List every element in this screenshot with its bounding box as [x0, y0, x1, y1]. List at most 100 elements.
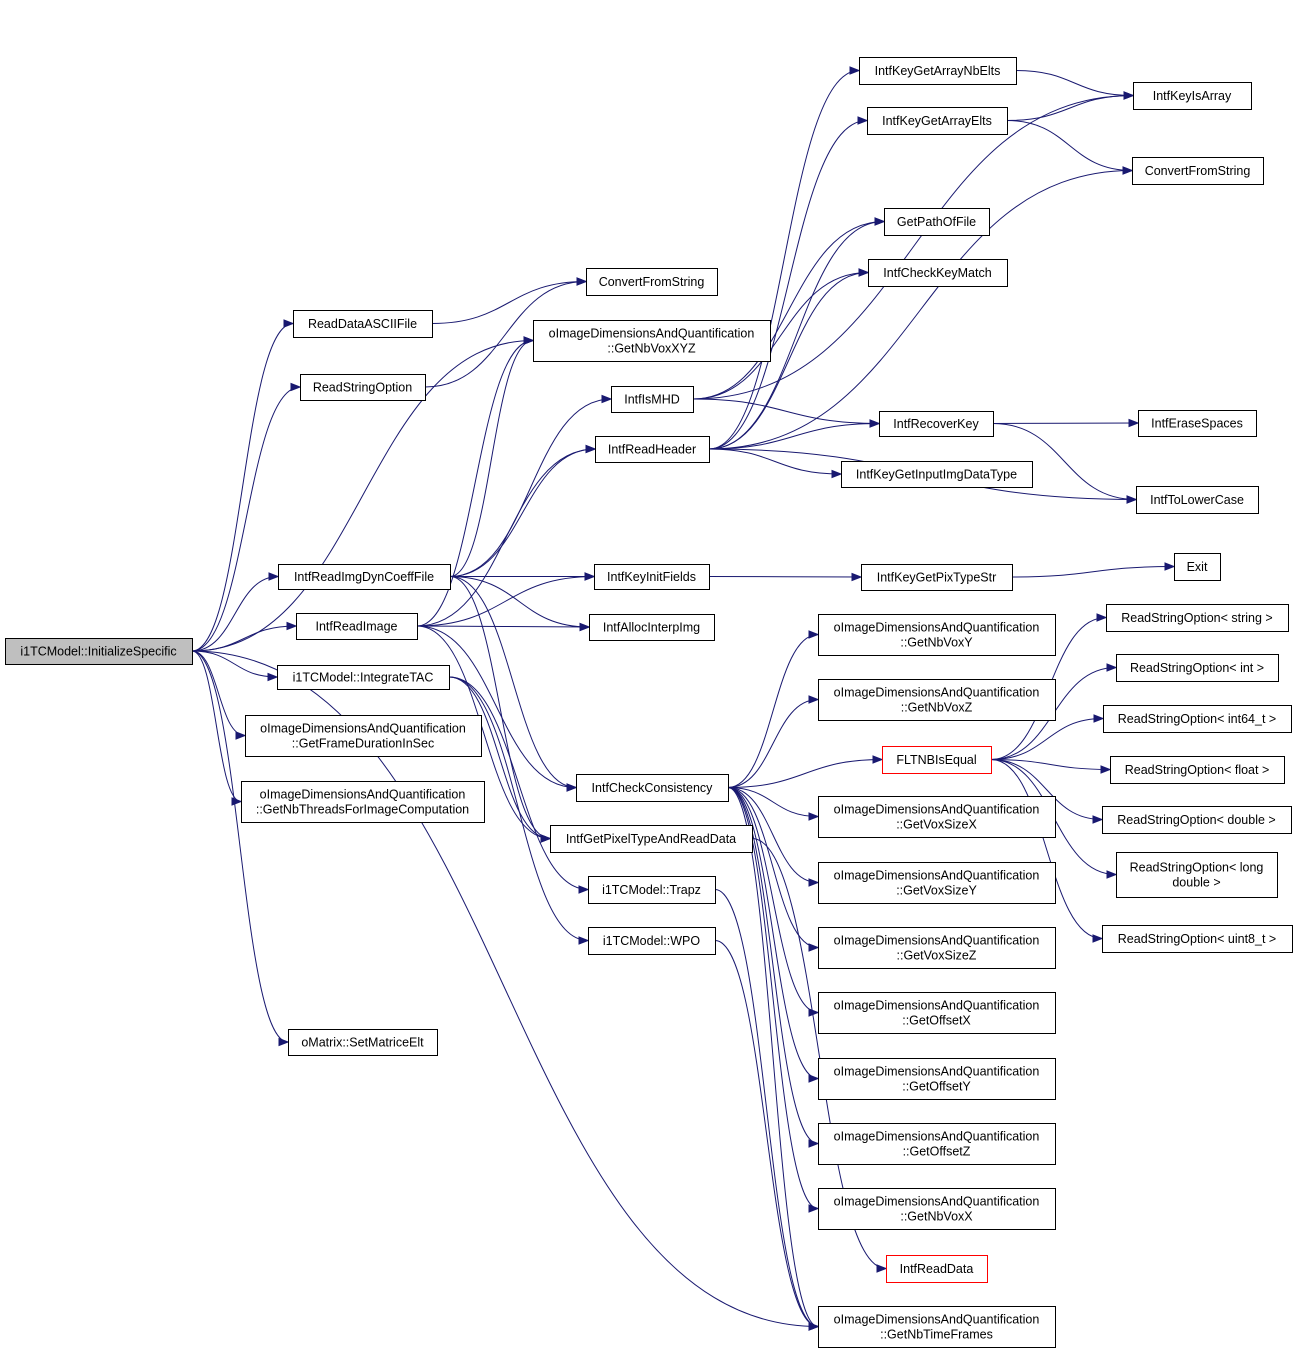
node-keyIsArray[interactable]: IntfKeyIsArray — [1133, 82, 1252, 110]
node-box — [884, 208, 990, 236]
node-setMatriceElt[interactable]: oMatrix::SetMatriceElt — [288, 1029, 438, 1056]
edge-checkConsistency-to-getNbVoxX — [727, 787, 819, 1209]
node-box — [882, 746, 992, 774]
node-label: i1TCModel::Trapz — [602, 883, 701, 897]
node-checkKeyMatch[interactable]: IntfCheckKeyMatch — [868, 259, 1008, 287]
arrowhead-checkConsistency-to-getVoxSizeY — [808, 878, 820, 887]
node-intfReadData[interactable]: IntfReadData — [886, 1255, 988, 1283]
node-rsoUint8[interactable]: ReadStringOption< uint8_t > — [1102, 925, 1293, 953]
node-convertFromString1[interactable]: ConvertFromString — [586, 268, 718, 296]
node-intfReadHeader[interactable]: IntfReadHeader — [595, 436, 710, 463]
node-label: IntfReadImage — [316, 620, 398, 634]
node-getNbVoxY[interactable]: oImageDimensionsAndQuantification::GetNb… — [818, 614, 1056, 656]
node-label: ::GetOffsetY — [902, 1080, 971, 1094]
node-box — [589, 614, 715, 641]
node-fltnbIsEqual[interactable]: FLTNBIsEqual — [882, 746, 992, 774]
node-box — [611, 386, 694, 413]
node-getNbThreads[interactable]: oImageDimensionsAndQuantification::GetNb… — [241, 781, 485, 823]
arrowhead-checkConsistency-to-getOffsetZ — [808, 1139, 820, 1148]
node-toLowerCase[interactable]: IntfToLowerCase — [1136, 486, 1259, 514]
node-label: oImageDimensionsAndQuantification — [834, 1130, 1040, 1144]
node-rsoDouble[interactable]: ReadStringOption< double > — [1102, 806, 1292, 834]
node-getNbVoxZ[interactable]: oImageDimensionsAndQuantification::GetNb… — [818, 679, 1056, 721]
node-box — [1136, 486, 1259, 514]
node-box — [841, 461, 1033, 488]
node-intfReadImgDynCoeffFile[interactable]: IntfReadImgDynCoeffFile — [278, 564, 451, 590]
node-exit[interactable]: Exit — [1174, 553, 1221, 581]
edge-intfReadImage-to-checkConsistency — [416, 625, 577, 788]
edge-recoverKey-to-toLowerCase — [992, 423, 1137, 500]
node-label: IntfRecoverKey — [893, 417, 979, 431]
node-box — [588, 927, 716, 955]
edge-intfReadImgDynCoeffFile-to-allocInterpImg — [449, 576, 590, 628]
node-box — [818, 862, 1056, 904]
node-label: IntfEraseSpaces — [1151, 417, 1243, 431]
edge-intfReadHeader-to-convertFromString2 — [708, 170, 1133, 450]
node-box — [861, 564, 1013, 591]
edge-intfReadImgDynCoeffFile-to-getNbVoxXYZ — [449, 340, 534, 577]
node-box — [818, 927, 1056, 969]
node-readDataASCII[interactable]: ReadDataASCIIFile — [293, 310, 433, 338]
node-label: IntfKeyGetArrayNbElts — [875, 64, 1001, 78]
edge-integrateTAC-to-getPixelTypeAndReadData — [448, 676, 551, 839]
node-box — [818, 679, 1056, 721]
arrowhead-root-to-integrateTAC — [267, 672, 279, 682]
edge-intfIsMHD-to-checkKeyMatch — [692, 272, 869, 400]
node-checkConsistency[interactable]: IntfCheckConsistency — [576, 774, 729, 802]
node-keyInitFields[interactable]: IntfKeyInitFields — [594, 564, 710, 590]
edge-checkConsistency-to-getNbVoxZ — [727, 699, 819, 788]
node-rsoInt[interactable]: ReadStringOption< int > — [1116, 654, 1279, 682]
node-getNbVoxXYZ[interactable]: oImageDimensionsAndQuantification::GetNb… — [533, 320, 771, 362]
edge-root-to-getNbTimeFrames — [191, 650, 819, 1327]
arrowhead-fltnbIsEqual-to-rsoUint8 — [1092, 934, 1104, 943]
node-getFrameDuration[interactable]: oImageDimensionsAndQuantification::GetFr… — [245, 715, 482, 757]
edge-intfReadImage-to-intfReadHeader — [416, 448, 596, 627]
node-recoverKey[interactable]: IntfRecoverKey — [879, 411, 994, 437]
node-rsoString[interactable]: ReadStringOption< string > — [1106, 604, 1289, 632]
node-allocInterpImg[interactable]: IntfAllocInterpImg — [589, 614, 715, 641]
node-getOffsetX[interactable]: oImageDimensionsAndQuantification::GetOf… — [818, 992, 1056, 1034]
node-rsoInt64[interactable]: ReadStringOption< int64_t > — [1103, 705, 1292, 733]
node-getPixelTypeAndReadData[interactable]: IntfGetPixelTypeAndReadData — [550, 825, 753, 853]
node-getVoxSizeZ[interactable]: oImageDimensionsAndQuantification::GetVo… — [818, 927, 1056, 969]
node-label: ::GetVoxSizeX — [896, 818, 977, 832]
node-label: ReadDataASCIIFile — [308, 317, 417, 331]
node-wpo[interactable]: i1TCModel::WPO — [588, 927, 716, 955]
node-convertFromString2[interactable]: ConvertFromString — [1132, 157, 1264, 185]
node-getNbVoxX[interactable]: oImageDimensionsAndQuantification::GetNb… — [818, 1188, 1056, 1230]
arrowhead-root-to-readStringOption — [290, 382, 302, 392]
edge-root-to-getNbThreads — [191, 650, 242, 802]
node-trapz[interactable]: i1TCModel::Trapz — [588, 876, 716, 904]
node-intfIsMHD[interactable]: IntfIsMHD — [611, 386, 694, 413]
node-box — [1110, 756, 1285, 784]
node-rsoFloat[interactable]: ReadStringOption< float > — [1110, 756, 1285, 784]
node-box — [595, 436, 710, 463]
arrowhead-checkConsistency-to-getVoxSizeZ — [808, 943, 820, 952]
node-eraseSpaces[interactable]: IntfEraseSpaces — [1138, 410, 1257, 437]
node-getOffsetY[interactable]: oImageDimensionsAndQuantification::GetOf… — [818, 1058, 1056, 1100]
node-getPathOfFile[interactable]: GetPathOfFile — [884, 208, 990, 236]
node-getVoxSizeY[interactable]: oImageDimensionsAndQuantification::GetVo… — [818, 862, 1056, 904]
node-getVoxSizeX[interactable]: oImageDimensionsAndQuantification::GetVo… — [818, 796, 1056, 838]
arrowhead-keyInitFields-to-keyGetPixTypeStr — [851, 572, 863, 582]
node-label: IntfReadData — [900, 1262, 974, 1276]
arrowhead-intfReadHeader-to-keyGetArrayElts — [857, 116, 869, 125]
node-getOffsetZ[interactable]: oImageDimensionsAndQuantification::GetOf… — [818, 1123, 1056, 1165]
arrowhead-intfReadImage-to-allocInterpImg — [579, 622, 591, 632]
node-keyGetArrayElts[interactable]: IntfKeyGetArrayElts — [867, 107, 1008, 135]
node-keyGetArrayNbElts[interactable]: IntfKeyGetArrayNbElts — [859, 57, 1017, 85]
node-box — [818, 1123, 1056, 1165]
edge-intfReadImage-to-allocInterpImg — [416, 625, 590, 628]
node-keyGetInputImgDataType[interactable]: IntfKeyGetInputImgDataType — [841, 461, 1033, 488]
arrowhead-keyGetArrayElts-to-convertFromString2 — [1122, 166, 1134, 175]
node-label: oImageDimensionsAndQuantification — [260, 722, 466, 736]
node-label: IntfToLowerCase — [1150, 493, 1244, 507]
node-getNbTimeFrames[interactable]: oImageDimensionsAndQuantification::GetNb… — [818, 1306, 1056, 1348]
node-readStringOption[interactable]: ReadStringOption — [300, 374, 426, 401]
node-intfReadImage[interactable]: IntfReadImage — [296, 613, 418, 640]
node-integrateTAC[interactable]: i1TCModel::IntegrateTAC — [277, 665, 450, 690]
node-root[interactable]: i1TCModel::InitializeSpecific — [5, 638, 193, 665]
node-label: GetPathOfFile — [897, 215, 976, 229]
node-keyGetPixTypeStr[interactable]: IntfKeyGetPixTypeStr — [861, 564, 1013, 591]
